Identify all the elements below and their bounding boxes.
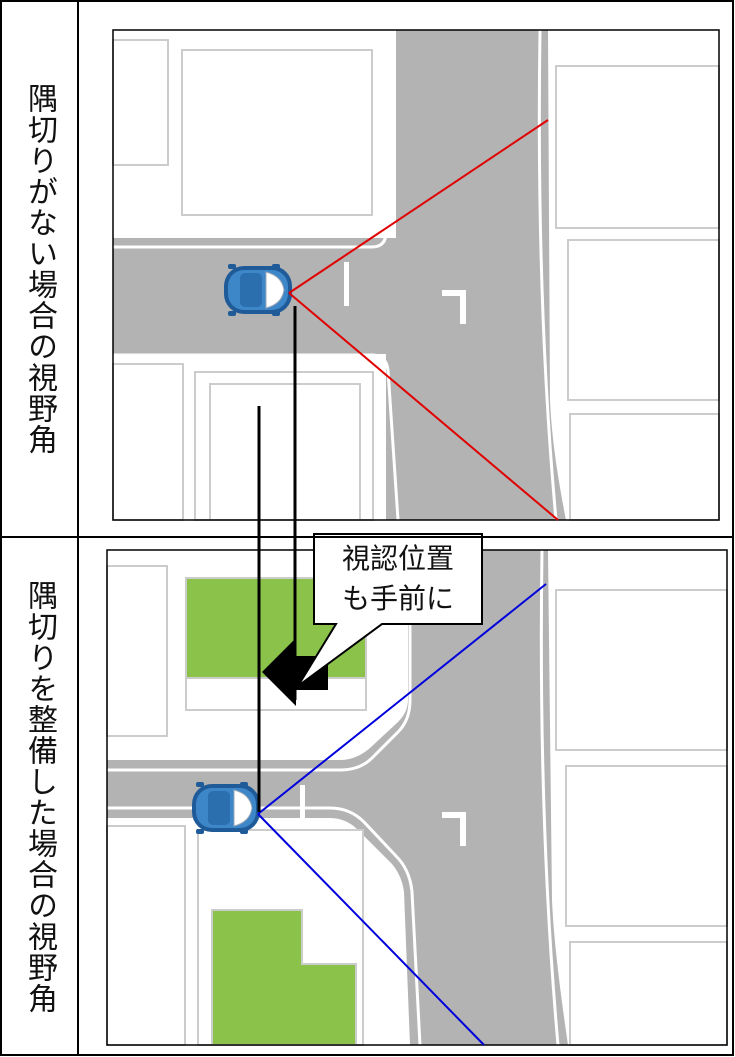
sight-line-upper	[257, 583, 547, 815]
row-label-with-corner-cut: 隅切りを整備した場合の視野角	[22, 580, 57, 1014]
map-with-corner-cut	[106, 549, 728, 1046]
sight-line-upper	[288, 119, 549, 294]
car-icon	[191, 781, 261, 835]
car-icon	[223, 263, 293, 317]
left-arrow-icon	[262, 638, 328, 706]
callout-text: 視認位置 も手前に	[314, 534, 482, 624]
sight-line-lower	[288, 292, 559, 521]
row-label-without-corner-cut: 隅切りがない場合の視野角	[22, 82, 57, 455]
sight-line-lower	[257, 813, 485, 1046]
callout-line-2: も手前に	[341, 582, 454, 615]
callout-line-1: 視認位置	[341, 542, 454, 575]
callout-bubble	[297, 533, 483, 687]
position-comparison	[257, 306, 328, 812]
map-without-corner-cut	[112, 29, 720, 521]
